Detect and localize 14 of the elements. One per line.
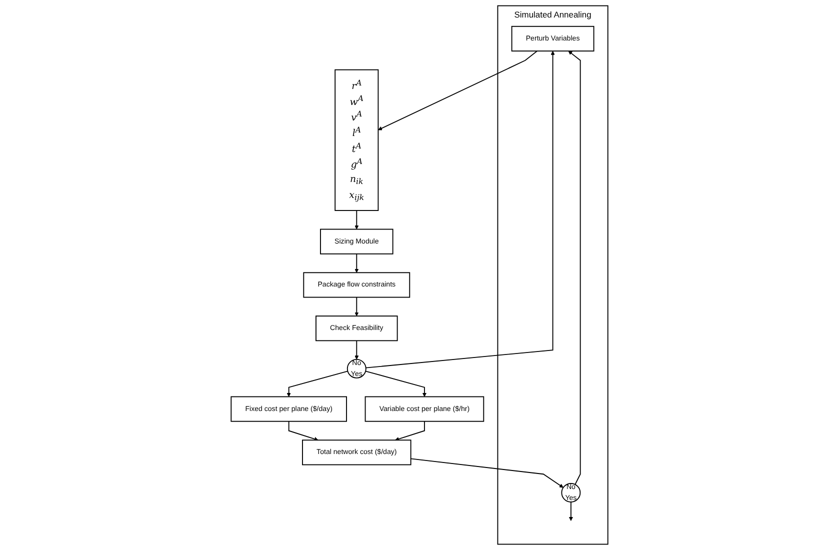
arrow [568, 50, 581, 485]
arrow [394, 420, 425, 441]
arrow [354, 253, 359, 273]
arrow [365, 50, 555, 368]
node-box: r$^{A}$ w$^{A}$ v$^{A}$ l$^{A}$ t$^{A}$ g$^{A}$ n$_{ik}$ x$_{ijk}$ [334, 69, 379, 211]
arrow [378, 50, 538, 130]
arrow [354, 296, 359, 316]
arrow [410, 458, 564, 488]
arrow [286, 370, 348, 397]
arrow [354, 210, 359, 230]
arrow [354, 340, 359, 360]
arrow [365, 370, 427, 397]
arrow [288, 420, 318, 441]
arrow [568, 502, 573, 521]
